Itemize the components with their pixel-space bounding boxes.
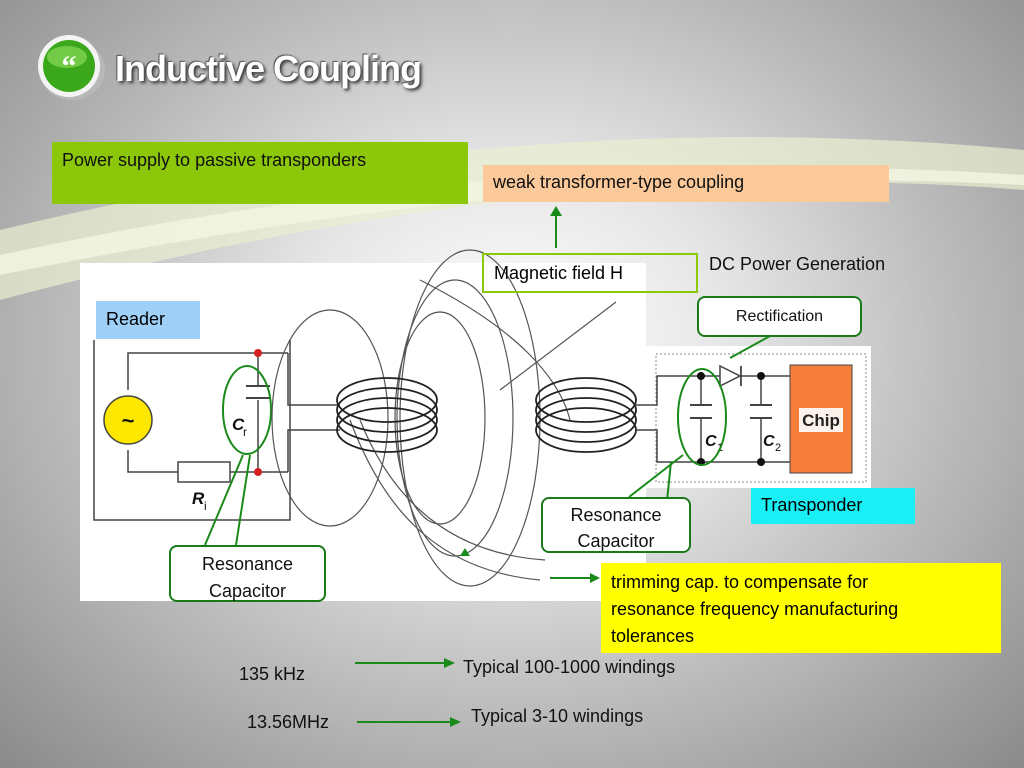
source-symbol: ~ <box>122 408 135 433</box>
node-dot <box>254 349 262 357</box>
ri-label: R <box>192 489 205 508</box>
resistor-ri <box>177 461 231 483</box>
callout-line: Resonance <box>201 554 294 574</box>
windings-high: Typical 3-10 windings <box>471 706 644 726</box>
magnetic-field-label: Magnetic field H <box>482 253 698 293</box>
coupling-box: weak transformer-type coupling <box>483 165 889 202</box>
note-line: tolerances <box>611 626 695 646</box>
frequency-high: 13.56MHz <box>247 712 330 732</box>
quote-bubble-icon: “ <box>38 35 105 100</box>
frequency-low: 135 kHz <box>239 664 306 684</box>
page-title: Inductive Coupling <box>115 48 422 89</box>
resonance-capacitor-callout-transponder: Resonance Capacitor <box>541 497 691 553</box>
c2-label: C <box>763 433 775 450</box>
cr-label: C <box>232 415 245 434</box>
dc-power-label: DC Power Generation <box>709 254 886 274</box>
callout-line: Capacitor <box>577 531 655 551</box>
callout-line: Capacitor <box>208 581 287 601</box>
callout-line: Resonance <box>570 505 662 525</box>
reader-label: Reader <box>96 301 200 339</box>
rectification-callout: Rectification <box>697 296 862 337</box>
c2-subscript: 2 <box>775 442 781 454</box>
ac-source-icon <box>103 395 153 445</box>
windings-low: Typical 100-1000 windings <box>463 657 676 677</box>
chip-label: Chip <box>802 411 840 430</box>
note-line: trimming cap. to compensate for <box>611 572 869 592</box>
resonance-capacitor-callout-reader: Resonance Capacitor <box>169 545 326 602</box>
trimming-cap-note: trimming cap. to compensate for resonanc… <box>601 563 1001 653</box>
ri-subscript: i <box>204 499 207 513</box>
diode-icon <box>719 364 742 388</box>
c1-label: C <box>705 433 717 450</box>
note-line: resonance frequency manufacturing <box>611 599 899 619</box>
power-supply-box: Power supply to passive transponders <box>52 142 468 204</box>
svg-text:“: “ <box>62 50 77 83</box>
node-dot <box>254 468 262 476</box>
cr-subscript: r <box>243 425 247 439</box>
transponder-label: Transponder <box>751 488 915 524</box>
